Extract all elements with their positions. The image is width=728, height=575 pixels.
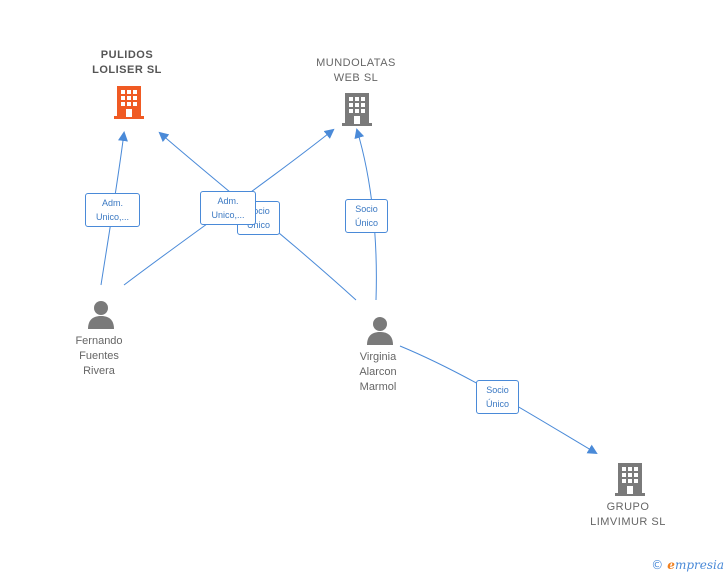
- company-name: GRUPO LIMVIMUR SL: [590, 501, 666, 528]
- building-icon: [342, 93, 372, 126]
- relation-label-virginia-mundolatas[interactable]: Socio Único: [345, 199, 388, 233]
- brand-rest: mpresia: [674, 558, 724, 572]
- person-name: Virginia Alarcon Marmol: [359, 351, 397, 393]
- copyright-icon: ©: [651, 558, 664, 572]
- relation-label-virginia-grupo[interactable]: Socio Único: [476, 380, 519, 414]
- company-name: MUNDOLATAS WEB SL: [316, 57, 396, 84]
- company-name: PULIDOS LOLISER SL: [92, 49, 162, 76]
- relation-label-fernando-mundolatas[interactable]: Adm. Unico,...: [200, 191, 256, 225]
- person-icon: [367, 317, 393, 345]
- brand-e: e: [667, 558, 675, 572]
- building-icon: [615, 463, 645, 496]
- relation-label-fernando-pulidos[interactable]: Adm. Unico,...: [85, 193, 140, 227]
- empresia-logo[interactable]: ©empresia: [651, 558, 724, 572]
- building-icon: [114, 86, 144, 119]
- person-name: Fernando Fuentes Rivera: [75, 335, 123, 377]
- person-icon: [88, 301, 114, 329]
